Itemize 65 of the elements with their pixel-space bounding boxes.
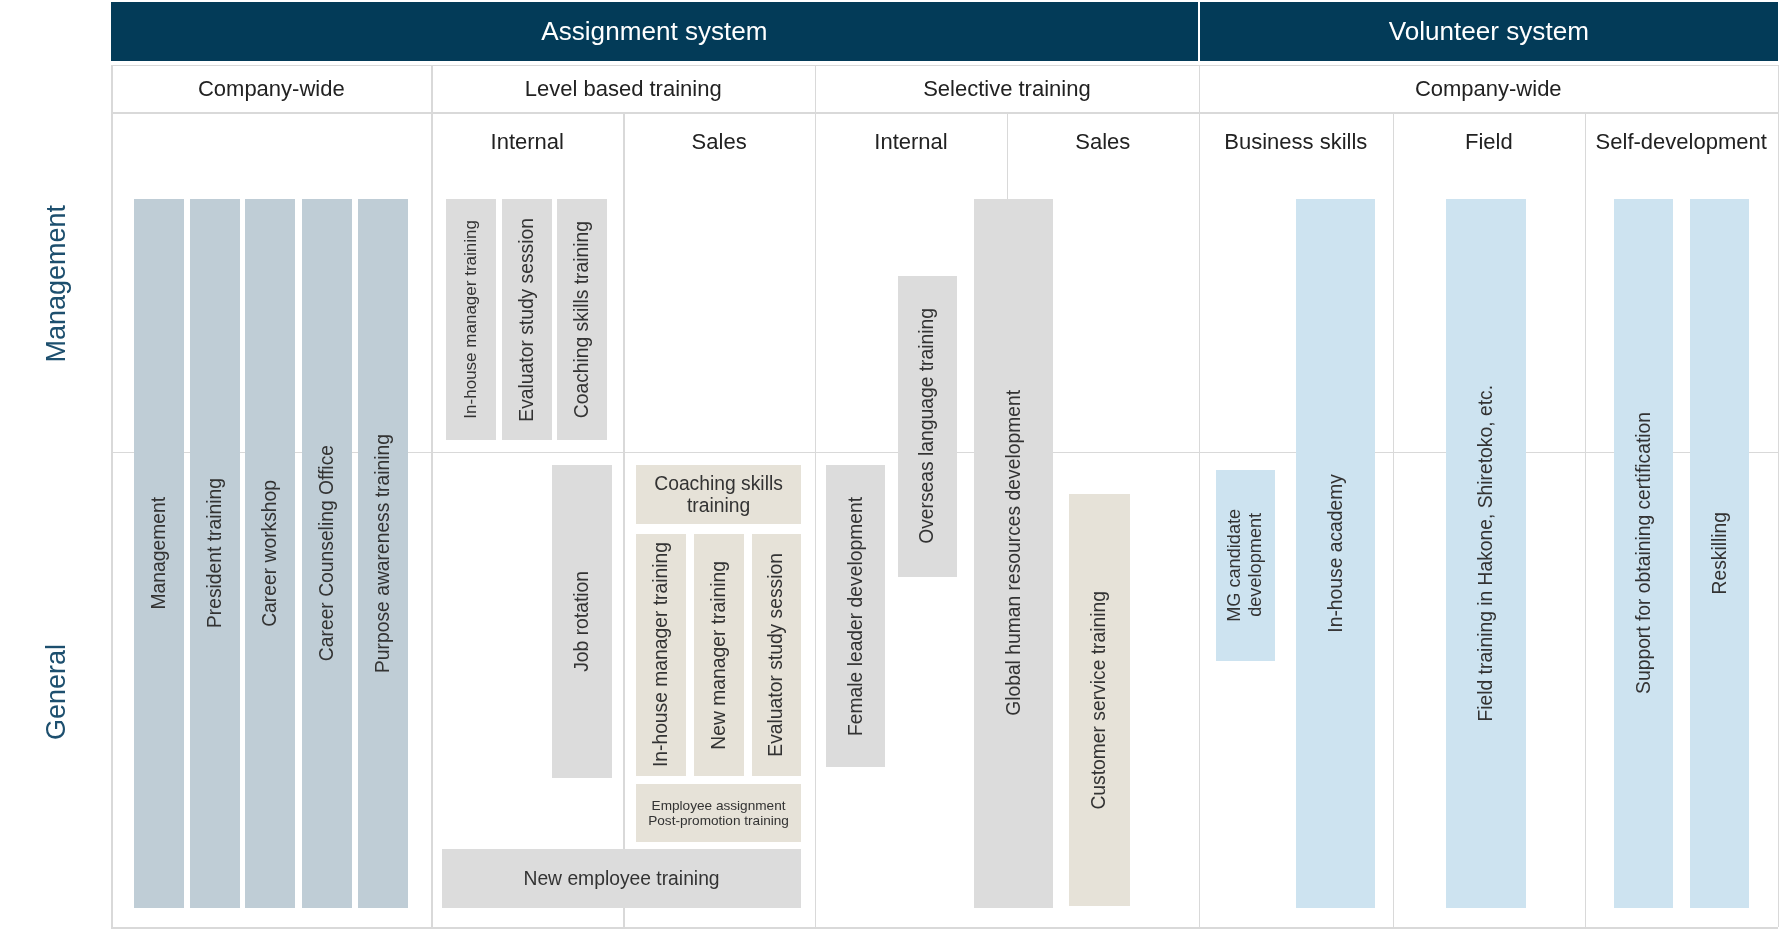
training-bar <box>635 465 802 525</box>
column-header: Level based training <box>524 75 722 102</box>
bar-label: Employee assignment Post-promotion training <box>647 798 790 829</box>
training-bar <box>133 198 184 909</box>
bar-label: Purpose awareness training <box>371 433 394 673</box>
training-bar <box>441 849 802 909</box>
training-bar <box>635 784 802 843</box>
training-bar <box>974 198 1054 909</box>
column-header: Internal <box>874 128 948 155</box>
training-bar <box>189 198 240 909</box>
training-bar <box>1614 198 1674 909</box>
column-header: Company-wide <box>1414 75 1562 102</box>
column-header: Sales <box>691 128 747 155</box>
training-bar <box>551 465 612 778</box>
bar-label: Female leader development <box>844 496 867 736</box>
column-header: Company-wide <box>197 75 345 102</box>
bar-label: Evaluator study session <box>515 217 538 422</box>
training-bar <box>1446 198 1526 909</box>
header-band <box>111 2 1198 62</box>
training-bar <box>557 198 608 441</box>
training-bar <box>751 533 802 777</box>
bar-label: Overseas language training <box>916 308 939 545</box>
column-header: Business skills <box>1224 128 1368 155</box>
column-header: Internal <box>490 128 564 155</box>
training-bar <box>635 533 686 777</box>
training-bar <box>245 198 296 909</box>
column-header: Field <box>1464 128 1513 155</box>
training-bar <box>897 275 957 577</box>
bar-label: Field training in Hakone, Shiretoko, etc. <box>1474 385 1497 722</box>
bar-label: Evaluator study session <box>765 553 788 757</box>
bar-label: Career Counseling Office <box>315 445 338 662</box>
bar-label: Coaching skills training <box>571 220 594 419</box>
bar-label: Coaching skills training <box>653 472 784 517</box>
bar-label: Management <box>147 497 170 610</box>
bar-label: Support for obtaining certification <box>1632 412 1655 695</box>
bar-label: Customer service training <box>1088 590 1111 810</box>
training-bar <box>1215 469 1275 661</box>
bar-label: President training <box>203 478 226 629</box>
bar-label: New manager training <box>707 560 730 750</box>
training-bar <box>1690 198 1750 909</box>
column-header: Sales <box>1075 128 1131 155</box>
bar-label: Job rotation <box>570 571 593 672</box>
bar-label: MG candidate development <box>1224 507 1267 624</box>
training-bar <box>301 198 352 909</box>
bar-label: In-house manager training <box>649 542 672 768</box>
training-bar <box>1069 493 1130 906</box>
header-title: Assignment system <box>541 16 768 48</box>
row-label: Management <box>41 204 73 363</box>
bar-label: Career workshop <box>259 480 282 627</box>
bar-label: Global human resources development <box>1002 390 1025 717</box>
header-band <box>1199 2 1778 62</box>
column-header: Selective training <box>923 75 1091 102</box>
column-header: Self-development <box>1595 128 1767 155</box>
training-bar <box>501 198 552 441</box>
header-title: Volunteer system <box>1388 16 1589 48</box>
row-label: General <box>41 644 73 741</box>
training-bar <box>693 533 744 777</box>
bar-label: In-house academy <box>1324 474 1347 633</box>
training-bar <box>1296 198 1375 909</box>
bar-label: In-house manager training <box>461 220 482 419</box>
training-bar <box>826 465 886 768</box>
bar-label: New employee training <box>523 867 720 890</box>
bar-label: Reskilling <box>1708 512 1731 595</box>
training-bar <box>357 198 408 909</box>
training-bar <box>446 198 497 441</box>
